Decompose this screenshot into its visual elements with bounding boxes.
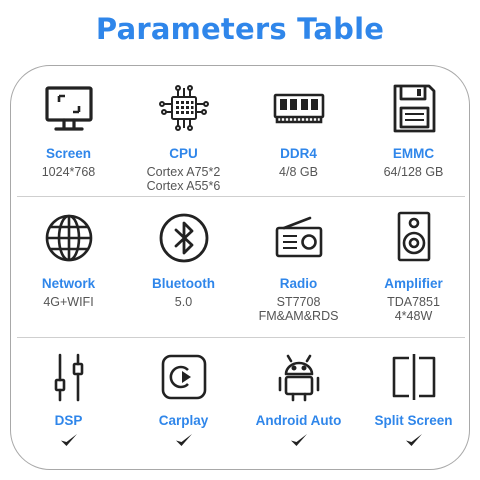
param-label: Split Screen [374, 413, 453, 428]
param-label: Screen [45, 146, 92, 161]
param-label: Network [41, 276, 96, 291]
check-icon [60, 432, 78, 448]
param-value: Cortex A75*2 [146, 165, 221, 179]
param-dsp: DSP [11, 338, 126, 471]
param-value-line2: 4*48W [394, 309, 433, 323]
param-value: 5.0 [174, 295, 193, 309]
storage-card-icon [387, 81, 441, 135]
ram-module-icon [272, 82, 326, 136]
param-amplifier: Amplifier TDA7851 4*48W [356, 197, 471, 337]
equalizer-icon [42, 350, 96, 404]
monitor-icon [42, 82, 96, 136]
param-carplay: Carplay [126, 338, 241, 471]
parameters-grid: Screen 1024*768 CPU Cortex A75*2 [11, 66, 471, 471]
param-bluetooth: Bluetooth 5.0 [126, 197, 241, 337]
speaker-icon [387, 209, 441, 263]
param-cpu: CPU Cortex A75*2 Cortex A55*6 [126, 66, 241, 196]
param-label: Amplifier [384, 276, 443, 291]
cpu-chip-icon [157, 80, 211, 134]
param-label: Bluetooth [152, 276, 215, 291]
param-android-auto: Android Auto [241, 338, 356, 471]
check-icon [290, 432, 308, 448]
param-value: TDA7851 [387, 295, 440, 309]
param-split-screen: Split Screen [356, 338, 471, 471]
param-label: DDR4 [280, 146, 317, 161]
param-label: Radio [279, 276, 318, 291]
parameters-panel: Screen 1024*768 CPU Cortex A75*2 [10, 65, 470, 470]
param-label: DSP [54, 413, 83, 428]
param-value: ST7708 [276, 295, 321, 309]
check-icon [405, 432, 423, 448]
param-value: 1024*768 [41, 165, 96, 179]
param-label: EMMC [392, 146, 435, 161]
param-emmc: EMMC 64/128 GB [356, 66, 471, 196]
param-label: CPU [169, 146, 198, 161]
bluetooth-icon [157, 211, 211, 265]
param-network: Network 4G+WIFI [11, 197, 126, 337]
param-radio: Radio ST7708 FM&AM&RDS [241, 197, 356, 337]
param-label: Carplay [158, 413, 209, 428]
param-value: 64/128 GB [383, 165, 444, 179]
param-value: 4G+WIFI [43, 295, 94, 309]
carplay-icon [157, 350, 211, 404]
row-divider [17, 337, 465, 338]
param-value-line2: Cortex A55*6 [146, 179, 221, 193]
param-ddr4: DDR4 4/8 GB [241, 66, 356, 196]
param-value: 4/8 GB [279, 165, 318, 179]
page-title: Parameters Table [95, 12, 385, 46]
split-screen-icon [387, 350, 441, 404]
globe-icon [42, 211, 96, 265]
param-screen: Screen 1024*768 [11, 66, 126, 196]
radio-icon [272, 211, 326, 265]
row-divider [17, 196, 465, 197]
android-icon [272, 350, 326, 404]
check-icon [175, 432, 193, 448]
param-value-line2: FM&AM&RDS [258, 309, 339, 323]
param-label: Android Auto [255, 413, 342, 428]
